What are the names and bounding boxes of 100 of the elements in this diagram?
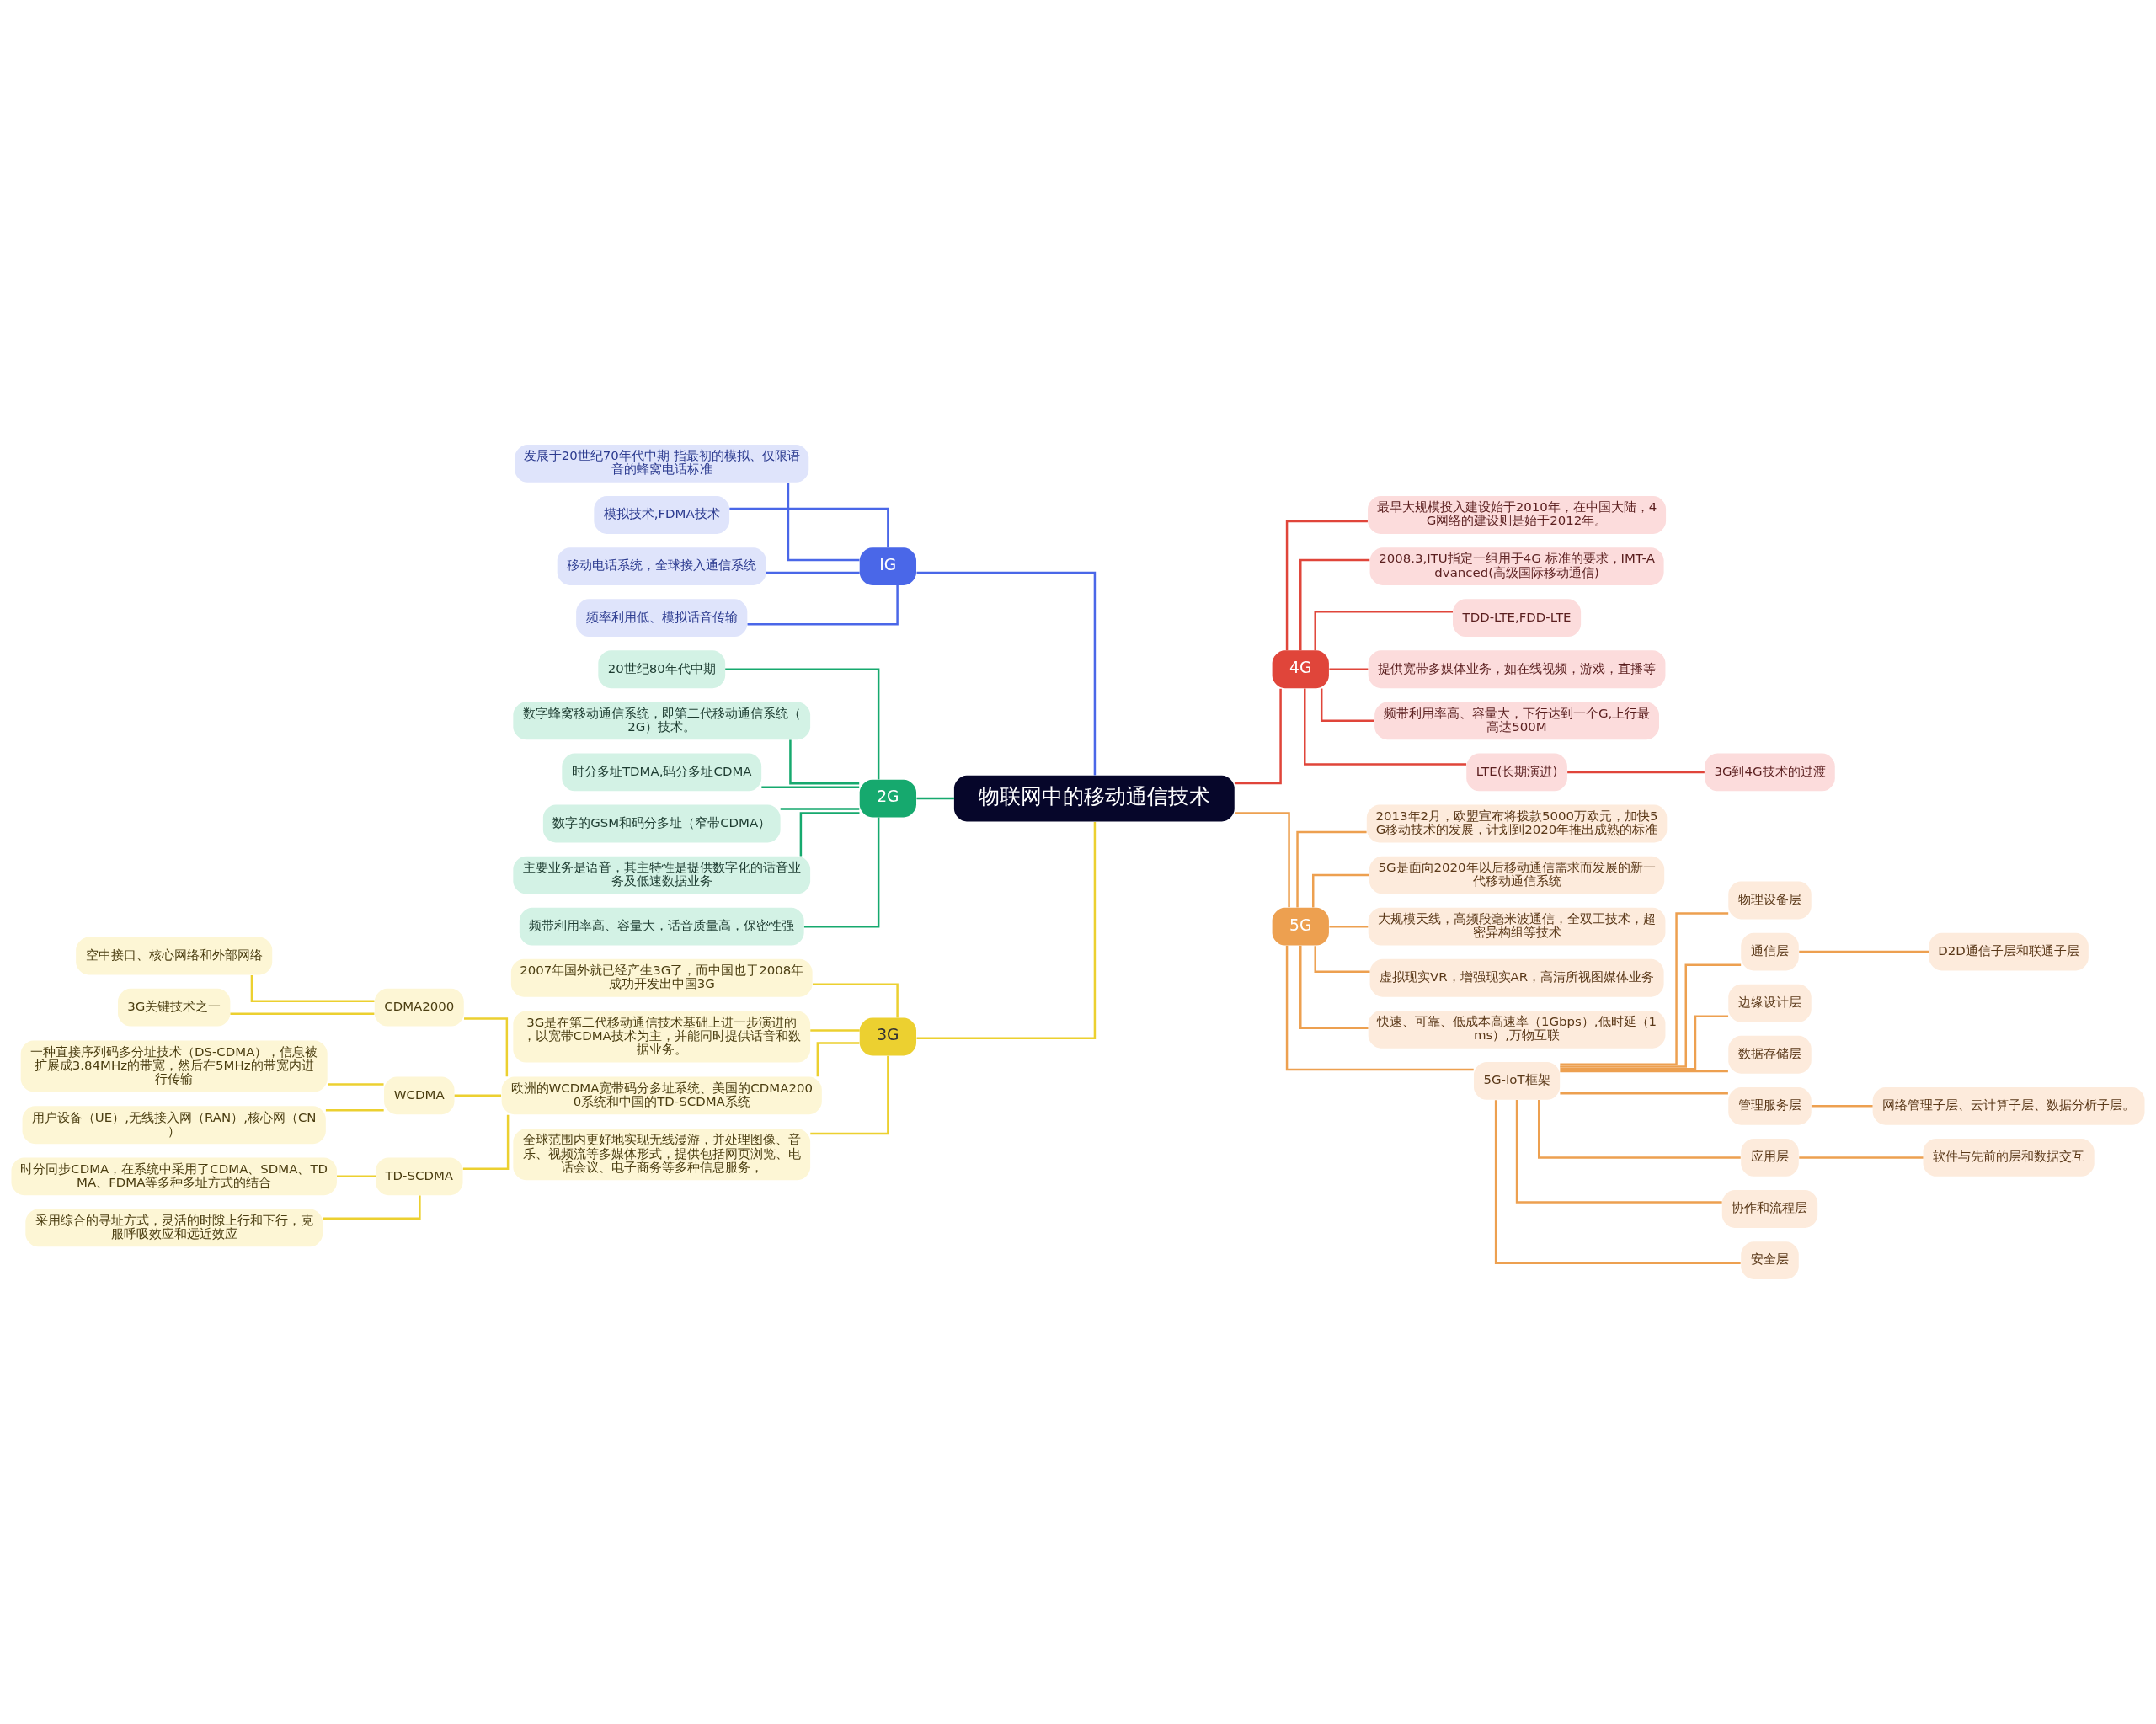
node-box: 物联网中的移动通信技术	[953, 775, 1235, 822]
connector	[1560, 1070, 1728, 1073]
node-box: 管理服务层	[1728, 1086, 1812, 1125]
node-box: 软件与先前的层和数据交互	[1923, 1138, 2095, 1177]
node-box: 频带利用率高、容量大，下行达到一个G,上行最高达500M	[1374, 702, 1659, 740]
connector	[766, 571, 860, 574]
connector	[761, 786, 860, 789]
connector	[454, 1094, 502, 1097]
connector	[1329, 925, 1369, 928]
node-box: 协作和流程层	[1721, 1190, 1818, 1228]
connector	[816, 1042, 860, 1077]
connector	[916, 821, 1097, 1039]
node-box: 网络管理子层、云计算子层、数据分析子层。	[1872, 1086, 2145, 1125]
node-box: TDD-LTE,FDD-LTE	[1453, 599, 1582, 638]
node-box: 欧洲的WCDMA宽带码分多址系统、美国的CDMA2000系统和中国的TD-SCDMA系统	[501, 1076, 822, 1115]
connector	[1538, 1099, 1741, 1159]
connector	[1320, 688, 1374, 723]
node-box: 时分多址TDMA,码分多址CDMA	[562, 753, 762, 792]
connector	[325, 1109, 384, 1112]
node-box: 提供宽带多媒体业务，如在线视频，游戏，直播等	[1368, 650, 1666, 689]
node-box: 2007年国外就已经产生3G了，而中国也于2008年成功开发出中国3G	[510, 958, 813, 997]
connector	[250, 975, 375, 1002]
connector	[1285, 945, 1474, 1071]
node-box: 最早大规模投入建设始于2010年，在中国大陆，4G网络的建设则是始于2012年。	[1368, 496, 1667, 534]
connector	[1299, 558, 1370, 651]
node-box: 4G	[1272, 650, 1329, 689]
node-box: 移动电话系统，全球接入通信系统	[557, 547, 766, 586]
connector	[1799, 1156, 1924, 1159]
node-box: 主要业务是语音，其主特性是提供数字化的话音业务及低速数据业务	[513, 856, 811, 894]
node-box: 发展于20世纪70年代中期 指最初的模拟、仅限语音的蜂窝电话标准	[515, 445, 809, 483]
node-box: 20世纪80年代中期	[598, 650, 726, 689]
node-box: 时分同步CDMA，在系统中采用了CDMA、SDMA、TDMA、FDMA等多种多址方式的结合	[11, 1157, 337, 1196]
connector	[810, 1055, 889, 1135]
connector	[1285, 520, 1368, 651]
node-box: 数据存储层	[1728, 1035, 1812, 1074]
node-box: 快速、可靠、低成本高速率（1Gbps）,低时延（1ms）,万物互联	[1368, 1010, 1666, 1049]
node-box: 应用层	[1741, 1138, 1799, 1177]
node-box: 边缘设计层	[1728, 984, 1812, 1022]
connector	[1494, 1100, 1741, 1264]
connector	[1799, 950, 1929, 953]
node-box: 用户设备（UE）,无线接入网（RAN）,核心网（CN）	[22, 1106, 326, 1145]
connector	[1560, 1092, 1728, 1095]
connector	[747, 585, 899, 626]
node-box: LTE(长期演进)	[1466, 753, 1567, 792]
node-box: 2G	[859, 779, 917, 818]
connector	[916, 571, 1097, 776]
node-box: 数字蜂窝移动通信系统，即第二代移动通信系统（2G）技术。	[513, 702, 811, 740]
node-box: 频带利用率高、容量大，话音质量高，保密性强	[519, 907, 804, 946]
connector	[1560, 912, 1729, 1065]
node-box: 3G关键技术之一	[118, 988, 231, 1027]
connector	[789, 739, 860, 785]
connector	[1299, 945, 1369, 1029]
node-box: 空中接口、核心网络和外部网络	[76, 937, 273, 975]
node-box: WCDMA	[384, 1076, 455, 1115]
connector	[1296, 830, 1367, 908]
node-box: 虚拟现实VR，增强现实AR，高清所视图媒体业务	[1369, 958, 1664, 997]
node-box: 一种直接序列码多分址技术（DS-CDMA），信息被扩展成3.84MHz的带宽，然后在5MHz的带宽内进行传输	[20, 1040, 328, 1092]
node-box: 3G是在第二代移动通信技术基础上进一步演进的，以宽带CDMA技术为主，并能同时提供话音和数据业务。	[513, 1011, 811, 1063]
connector	[780, 808, 860, 810]
connector	[1811, 1105, 1873, 1108]
connector	[464, 1017, 509, 1077]
node-box: 数字的GSM和码分多址（窄带CDMA）	[542, 804, 781, 843]
node-box: 3G	[859, 1017, 917, 1056]
node-box: 大规模天线，高频段毫米波通信，全双工技术，超密异构组等技术	[1368, 907, 1666, 946]
connector	[1312, 873, 1369, 908]
node-box: 2013年2月，欧盟宣布将拨款5000万欧元，加快5G移动技术的发展，计划到2020年推出成熟的标准	[1366, 804, 1668, 843]
connector	[1560, 1015, 1729, 1070]
node-box: 5G-IoT框架	[1473, 1061, 1561, 1100]
connector	[803, 817, 880, 928]
connector	[812, 983, 899, 1018]
node-box: D2D通信子层和联通子层	[1929, 932, 2089, 971]
connector	[1234, 688, 1282, 785]
connector	[1235, 812, 1290, 908]
node-box: 采用综合的寻址方式，灵活的时隙上行和下行，克服呼吸效应和远近效应	[25, 1209, 323, 1247]
connector	[1560, 963, 1742, 1068]
connector	[1314, 946, 1370, 973]
node-box: 物理设备层	[1728, 881, 1812, 920]
node-box: 频率利用低、模拟话音传输	[576, 599, 748, 638]
connector	[1314, 610, 1453, 651]
connector	[799, 812, 860, 857]
connector	[1304, 688, 1467, 766]
connector	[462, 1114, 510, 1171]
node-box: 通信层	[1741, 932, 1799, 971]
connector	[230, 1012, 375, 1015]
connector	[725, 668, 880, 780]
node-box: 3G到4G技术的过渡	[1705, 753, 1835, 792]
node-box: 2008.3,ITU指定一组用于4G 标准的要求，IMT-Advanced(高级国际移动通信)	[1369, 547, 1664, 586]
node-box: IG	[859, 547, 917, 586]
connector	[1515, 1099, 1722, 1204]
node-box: 5G是面向2020年以后移动通信需求而发展的新一代移动通信系统	[1369, 856, 1665, 894]
connector	[327, 1083, 384, 1086]
node-box: 全球范围内更好地实现无线漫游，并处理图像、音乐、视频流等多媒体形式，提供包括网页浏览、电话会议、电子商务等多种信息服务，	[513, 1129, 811, 1181]
connector	[729, 507, 889, 548]
connector	[916, 797, 954, 800]
node-box: 安全层	[1741, 1241, 1799, 1279]
connector	[337, 1175, 376, 1178]
node-box: CDMA2000	[374, 988, 464, 1027]
node-box: 5G	[1272, 907, 1329, 946]
connector	[810, 1029, 860, 1032]
node-box: 模拟技术,FDMA技术	[594, 496, 730, 534]
